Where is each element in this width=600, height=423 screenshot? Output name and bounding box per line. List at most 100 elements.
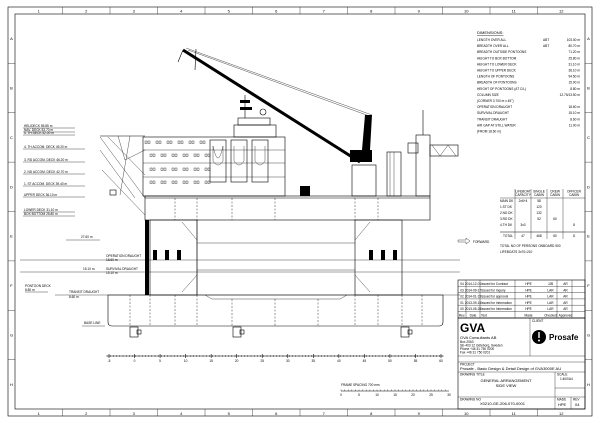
forward-indicator: FORWARD [457,237,490,245]
grid-column-label: 1 [38,9,41,14]
grid-row-label: H [587,382,590,387]
window [144,140,148,144]
dimension-value: 94.50 m [568,75,580,79]
pob-total-cell: TOTAL [503,234,513,238]
pontoon-deck-value: 8.80 m [25,288,35,292]
client-label: CLIENT [532,319,543,323]
dimension-label: TRANSIT DRAUGHT [477,117,507,121]
window [188,140,192,144]
window [207,153,211,157]
survival-draught-label: SURVIVAL DRAUGHT [106,267,138,271]
revision-cell: LAR [547,295,554,299]
revision-cell: 02 [460,295,464,299]
window [160,167,164,171]
grid-column-label: 5 [228,9,231,14]
dimension-label: HEIGHT TO LOWER DECK [477,62,517,66]
grid-row-label: D [10,184,13,189]
grid-column-label: 7 [323,9,326,14]
deck-level-label: BOX BOTTOM 25.80 m [24,212,58,216]
revision-cell: HPE [525,307,532,311]
grid-column-label: 12 [559,9,564,14]
rev-label: REV [573,398,580,402]
grid-column-label: 1 [38,411,41,416]
grid-column-label: 3 [133,411,136,416]
forward-tower [407,110,459,197]
window [149,153,153,157]
window [196,167,200,171]
dimension-label: BREADTH OF PONTOONS [477,81,517,85]
grid-row-label: G [587,332,590,337]
revision-cell: LAR [547,307,554,311]
grid-row-label: B [587,86,590,91]
window [163,153,167,157]
pontoon-deck-label: PONTOON DECK [25,284,52,288]
window [171,167,175,171]
window [149,167,153,171]
dimension-value: 8.60 m [570,117,580,121]
window [174,180,178,184]
revision-cell: 03 [460,288,464,292]
window [152,180,156,184]
revision-cell: AR [563,288,568,292]
window [155,140,159,144]
dimension-qualifier: ABT [543,38,549,42]
window [193,167,197,171]
address-line: SE-403 12 Göteborg, Sweden [460,344,503,348]
pob-total-cell: 47 [521,234,525,238]
dimension-value: 15.00 m [568,81,580,85]
revision-cell: 01 [460,301,464,305]
dimension-label: OPERATION DRAUGHT [477,105,512,109]
dimension-label: LENGTH OF PONTOONS [477,75,514,79]
window [191,140,195,144]
window [160,180,164,184]
pob-header: SINGLE [533,190,545,194]
pob-cell: 120 [536,205,542,209]
grid-row-label: C [587,135,590,140]
grid-row-label: H [10,382,13,387]
grid-column-label: 10 [464,411,469,416]
window [169,140,173,144]
title-label: DRAWING TITLE [460,373,485,377]
draught-labels: 27.60 m OPERATION DRAUGHT 18.60 m 15.10 … [25,235,141,327]
scale-tick-label: 25 [260,359,264,363]
dimension-value: 25.80 m [568,56,580,60]
small-scale-label: 20 [411,393,415,397]
grid-row-label: C [10,135,13,140]
pob-cell: 3.RD DK [500,217,513,221]
pob-header: LIFEBOAT [515,190,530,194]
window [166,140,170,144]
dimension-label: SURVIVAL DRAUGHT [477,111,509,115]
pob-header: CABIN [569,193,579,197]
deck-level-label: 3. RD ACCOM. DECK 46.20 m [24,158,68,162]
scale-tick-label: 20 [235,359,239,363]
pob-header: CREW [550,190,560,194]
address-line: Box 2063 [460,340,474,344]
pob-total-cell: 60 [553,234,557,238]
pob-cell: 1.ST DK [500,205,513,209]
dimension-label: (FROM 18.60 m) [477,130,501,134]
grid-column-label: 5 [228,411,231,416]
window [177,140,181,144]
forward-arrow-icon [457,237,471,245]
revision-cell: 2013-09-15 [465,301,482,305]
made-label: MADE [557,398,566,402]
grid-row-label: A [10,36,13,41]
deck-level-label: UPPER DECK 36.10 m [24,193,57,197]
window [207,167,211,171]
dimension-value: 31.10 m [568,62,580,66]
dimension-value: 15.10 m [568,111,580,115]
survival-draught-value: 15.10 m [106,271,118,275]
deck-level-label: 1. ST ACCOM. DECK 39.40 m [24,182,68,186]
scale-label: SCALE [557,373,567,377]
pob-cell: MAIN DK [500,199,514,203]
pob-total-cell: 8 [573,234,575,238]
pob-header: CABIN [550,193,560,197]
made-value: HPE [558,402,567,407]
dimension-label: COLUMN SIZE [477,93,499,97]
scale-tick-label: 35 [312,359,316,363]
dimension-label: (CORNER 3.700 m x 45°) [477,99,514,103]
